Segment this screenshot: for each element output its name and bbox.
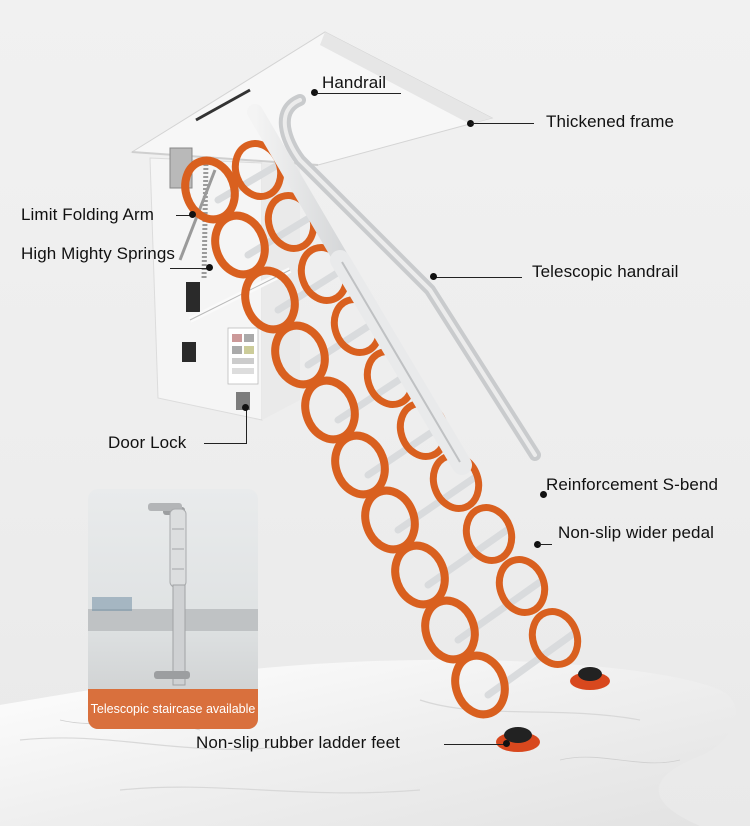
callout-dot <box>467 120 474 127</box>
ladder-link <box>462 504 516 564</box>
callout-dot <box>503 740 510 747</box>
label-non-slip-wider-pedal: Non-slip wider pedal <box>558 523 715 542</box>
label-handrail: Handrail <box>322 73 387 92</box>
callout-line <box>538 544 552 545</box>
callout-dot <box>189 211 196 218</box>
telescopic-handrail-back <box>278 94 541 461</box>
callout-dot <box>534 541 541 548</box>
telescopic-rail-icon <box>88 503 258 686</box>
label-limit-folding-arm: Limit Folding Arm <box>21 205 155 224</box>
label-high-mighty-springs: High Mighty Springs <box>21 244 176 263</box>
label-telescopic-handrail: Telescopic handrail <box>532 262 679 281</box>
callout-dot <box>242 404 249 411</box>
callout-line <box>315 93 401 94</box>
callout-line <box>204 443 246 444</box>
label-thickened-frame: Thickened frame <box>546 112 675 131</box>
callout-line <box>170 268 210 269</box>
ladder-step <box>394 474 478 534</box>
callout-line <box>471 123 534 124</box>
ladder-step <box>214 162 280 204</box>
label-reinforcement-s-bend: Reinforcement S-bend <box>546 475 719 494</box>
telescopic-handrail-front <box>247 104 472 475</box>
label-door-lock: Door Lock <box>108 433 187 452</box>
ladder-link <box>528 608 582 668</box>
inset-photo: Telescopic staircase available <box>88 489 258 729</box>
ladder-step <box>244 214 313 259</box>
callout-line <box>176 215 192 216</box>
label-non-slip-rubber-feet: Non-slip rubber ladder feet <box>196 733 400 752</box>
rubber-foot <box>496 667 610 752</box>
inset-caption: Telescopic staircase available <box>88 689 258 729</box>
callout-dot <box>430 273 437 280</box>
callout-dot <box>206 264 213 271</box>
ladder-link <box>495 556 549 616</box>
callout-line <box>246 408 247 444</box>
callout-line <box>434 277 522 278</box>
callout-dot <box>540 491 547 498</box>
ladder-link <box>451 651 509 719</box>
callout-line <box>444 744 506 745</box>
ladder-step <box>364 422 445 479</box>
callout-dot <box>311 89 318 96</box>
